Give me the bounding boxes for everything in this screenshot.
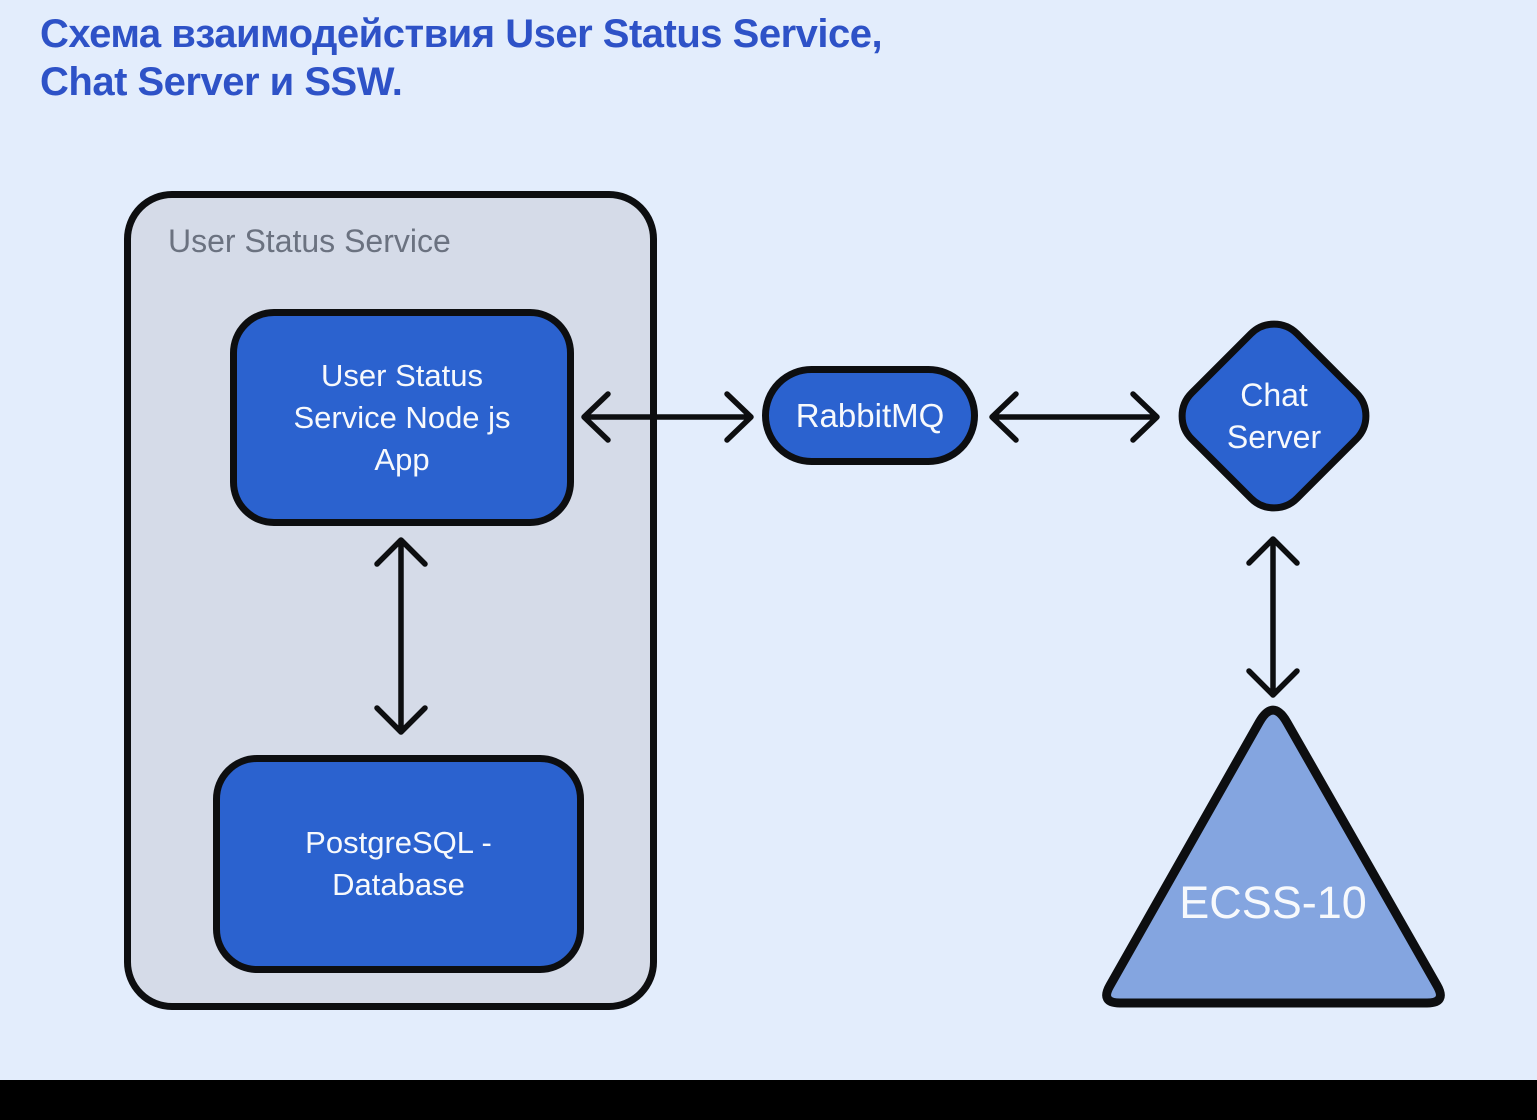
node-ecss10-label: ECSS-10	[1179, 877, 1367, 928]
edge-rabbitmq-chatserver-arrow	[989, 391, 1160, 443]
node-chat-server-label: Chat Server	[1226, 377, 1322, 455]
edge-chatserver-ecss10-arrow	[1246, 536, 1300, 698]
node-postgresql-database-label: PostgreSQL - Database	[305, 825, 492, 902]
node-user-status-service-app-label: User Status Service Node js App	[293, 357, 511, 477]
page-title: Схема взаимодействия User Status Service…	[40, 12, 883, 104]
user-status-service-container-label: User Status Service	[168, 223, 451, 259]
node-rabbitmq: RabbitMQ	[762, 366, 978, 465]
edge-nodeapp-rabbitmq-arrow	[581, 391, 754, 443]
node-rabbitmq-label: RabbitMQ	[795, 396, 945, 434]
bottom-black-bar	[0, 1080, 1537, 1120]
node-user-status-service-app: User Status Service Node js App	[230, 309, 574, 526]
edge-nodeapp-postgres-arrow	[374, 537, 428, 735]
node-postgresql-database: PostgreSQL - Database	[213, 755, 584, 973]
ecss10-triangle-shape	[1102, 705, 1445, 1008]
